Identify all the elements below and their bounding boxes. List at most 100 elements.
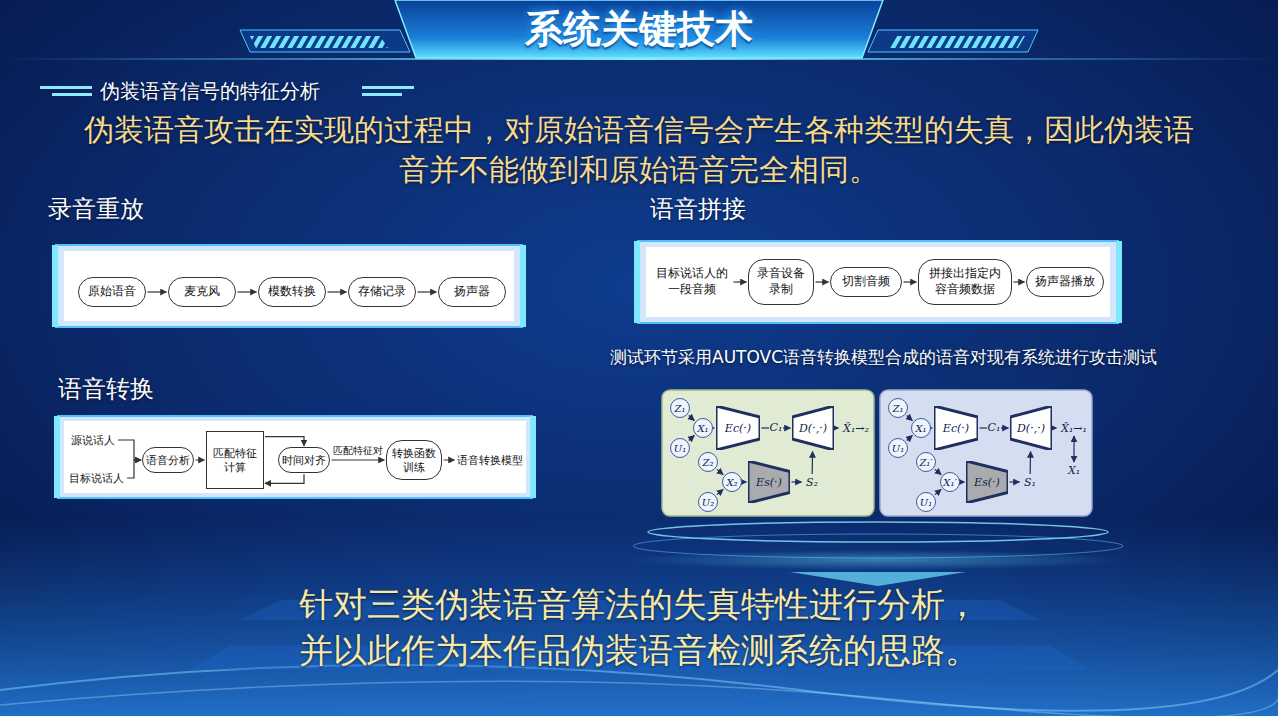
- variable-circle: U₂: [698, 492, 718, 512]
- node-text: S₁: [1024, 476, 1036, 489]
- node-text: X₁′: [943, 477, 956, 488]
- arrow-connector: [196, 459, 205, 460]
- process-box: 录音设备录制: [748, 259, 814, 304]
- arrow-connector: [1030, 452, 1032, 475]
- node-text: 时间对齐: [282, 453, 326, 467]
- node-text: 模数转换: [268, 284, 316, 300]
- platform-glow: [628, 550, 1128, 570]
- node-text: 目标说话人: [69, 471, 124, 485]
- trapezoid-shape: [792, 406, 834, 450]
- arrow-connector: [148, 291, 167, 292]
- node-text: X̂₁→₁: [1061, 422, 1087, 435]
- process-box: 语音分析: [142, 447, 194, 473]
- input-text: 目标说话人的一段音频: [652, 266, 732, 297]
- node-text: Es(·): [756, 476, 782, 489]
- node-text: 原始语音: [88, 284, 136, 300]
- node-text: 扬声器: [454, 284, 490, 300]
- flow-panel: [54, 416, 536, 498]
- speaker-encoder-trapezoid: Es(·): [748, 461, 790, 503]
- variable-circle: U₁: [670, 438, 690, 458]
- node-text: 转换函数训练: [390, 446, 438, 475]
- arrow-connector: [332, 459, 385, 460]
- node-text: Es(·): [974, 476, 1000, 489]
- encoder-trapezoid: Ec(·): [716, 406, 760, 450]
- intro-paragraph: 伪装语音攻击在实现的过程中，对原始语音信号会产生各种类型的失真，因此伪装语音并不…: [74, 110, 1204, 190]
- target-symbol: X₁: [1064, 464, 1084, 477]
- node-text: 切割音频: [842, 274, 890, 290]
- autovc-panel: [662, 390, 874, 516]
- arrow-connector: [907, 436, 913, 441]
- node-text: 语音转换模型: [457, 453, 523, 467]
- trapezoid-shape: [748, 461, 790, 503]
- node-text: 麦克风: [184, 284, 220, 300]
- process-box: 存储记录: [348, 277, 416, 307]
- section-heading: 语音转换: [58, 374, 154, 405]
- node-text: S₂: [806, 476, 818, 489]
- arrow-connector: [717, 489, 723, 494]
- arrow-connector: [1014, 281, 1025, 282]
- node-text: Z₁: [675, 403, 686, 414]
- process-box: 拼接出指定内容音频数据: [918, 259, 1012, 304]
- variable-circle: Z₂: [698, 452, 718, 472]
- arrow-connector: [816, 281, 829, 282]
- trapezoid-shape: [716, 406, 760, 450]
- arrow-connector: [689, 436, 695, 441]
- arrow-connector: [935, 469, 941, 474]
- light-wave: [0, 681, 1278, 716]
- process-box: 切割音频: [830, 267, 902, 297]
- input-text: 目标说话人: [68, 471, 125, 485]
- section-heading: 语音拼接: [650, 194, 746, 225]
- node-text: Z₁′: [919, 457, 932, 468]
- node-text: D(·,·): [799, 422, 827, 435]
- node-text: 拼接出指定内容音频数据: [924, 266, 1006, 297]
- variable-circle: X₁: [693, 418, 713, 438]
- node-text: 匹配特征计算: [211, 446, 259, 475]
- arrow-connector: [962, 481, 965, 482]
- output-text: 语音转换模型: [456, 453, 524, 467]
- section-subtitle: 伪装语音信号的特征分析: [100, 78, 320, 104]
- arrow-connector: [265, 474, 304, 483]
- light-wave: [0, 665, 1278, 711]
- edge-label: 匹配特征对: [332, 445, 384, 457]
- process-box: 原始语音: [78, 277, 146, 307]
- arrow-connector: [1010, 481, 1020, 482]
- arrow-connector: [907, 416, 913, 421]
- process-box: 转换函数训练: [386, 440, 442, 481]
- arrow-connector: [689, 416, 695, 421]
- output-symbol: X̂₁→₂: [840, 422, 872, 435]
- node-text: U₂: [702, 497, 714, 508]
- embedding-symbol: S₂: [803, 476, 821, 489]
- flow-panel: [52, 245, 526, 327]
- input-text: 源说话人: [70, 433, 116, 447]
- conclusion-line: 针对三类伪装语音算法的失真特性进行分析，: [0, 582, 1278, 626]
- node-text: U₁: [892, 443, 904, 454]
- variable-circle: X₁′: [940, 472, 960, 492]
- variable-circle: U₁: [916, 492, 936, 512]
- arrow-connector: [238, 291, 257, 292]
- node-text: Ec(·): [943, 422, 969, 435]
- trapezoid-shape: [966, 461, 1008, 503]
- variable-circle: U₁: [888, 438, 908, 458]
- trapezoid-shape: [1010, 406, 1052, 450]
- node-text: X₁: [915, 423, 926, 434]
- node-text: U₁: [674, 443, 686, 454]
- arrow-connector: [734, 281, 747, 282]
- arrow-connector: [904, 281, 917, 282]
- process-box: 时间对齐: [278, 447, 330, 473]
- node-text: X₁: [697, 423, 708, 434]
- arrow-connector: [418, 291, 437, 292]
- arrow-connector: [744, 481, 747, 482]
- platform-ring: [648, 522, 1108, 542]
- node-text: 扬声器播放: [1035, 274, 1095, 290]
- subtitle-bar: [40, 86, 92, 89]
- banner-tab: [868, 30, 1038, 52]
- node-text: 录音设备录制: [754, 266, 808, 297]
- process-box: 匹配特征计算: [206, 431, 264, 490]
- variable-circle: X₁: [911, 418, 931, 438]
- node-text: 源说话人: [71, 433, 115, 447]
- node-text: D(·,·): [1017, 422, 1045, 435]
- arrow-connector: [836, 427, 839, 428]
- arrow-connector: [717, 469, 723, 474]
